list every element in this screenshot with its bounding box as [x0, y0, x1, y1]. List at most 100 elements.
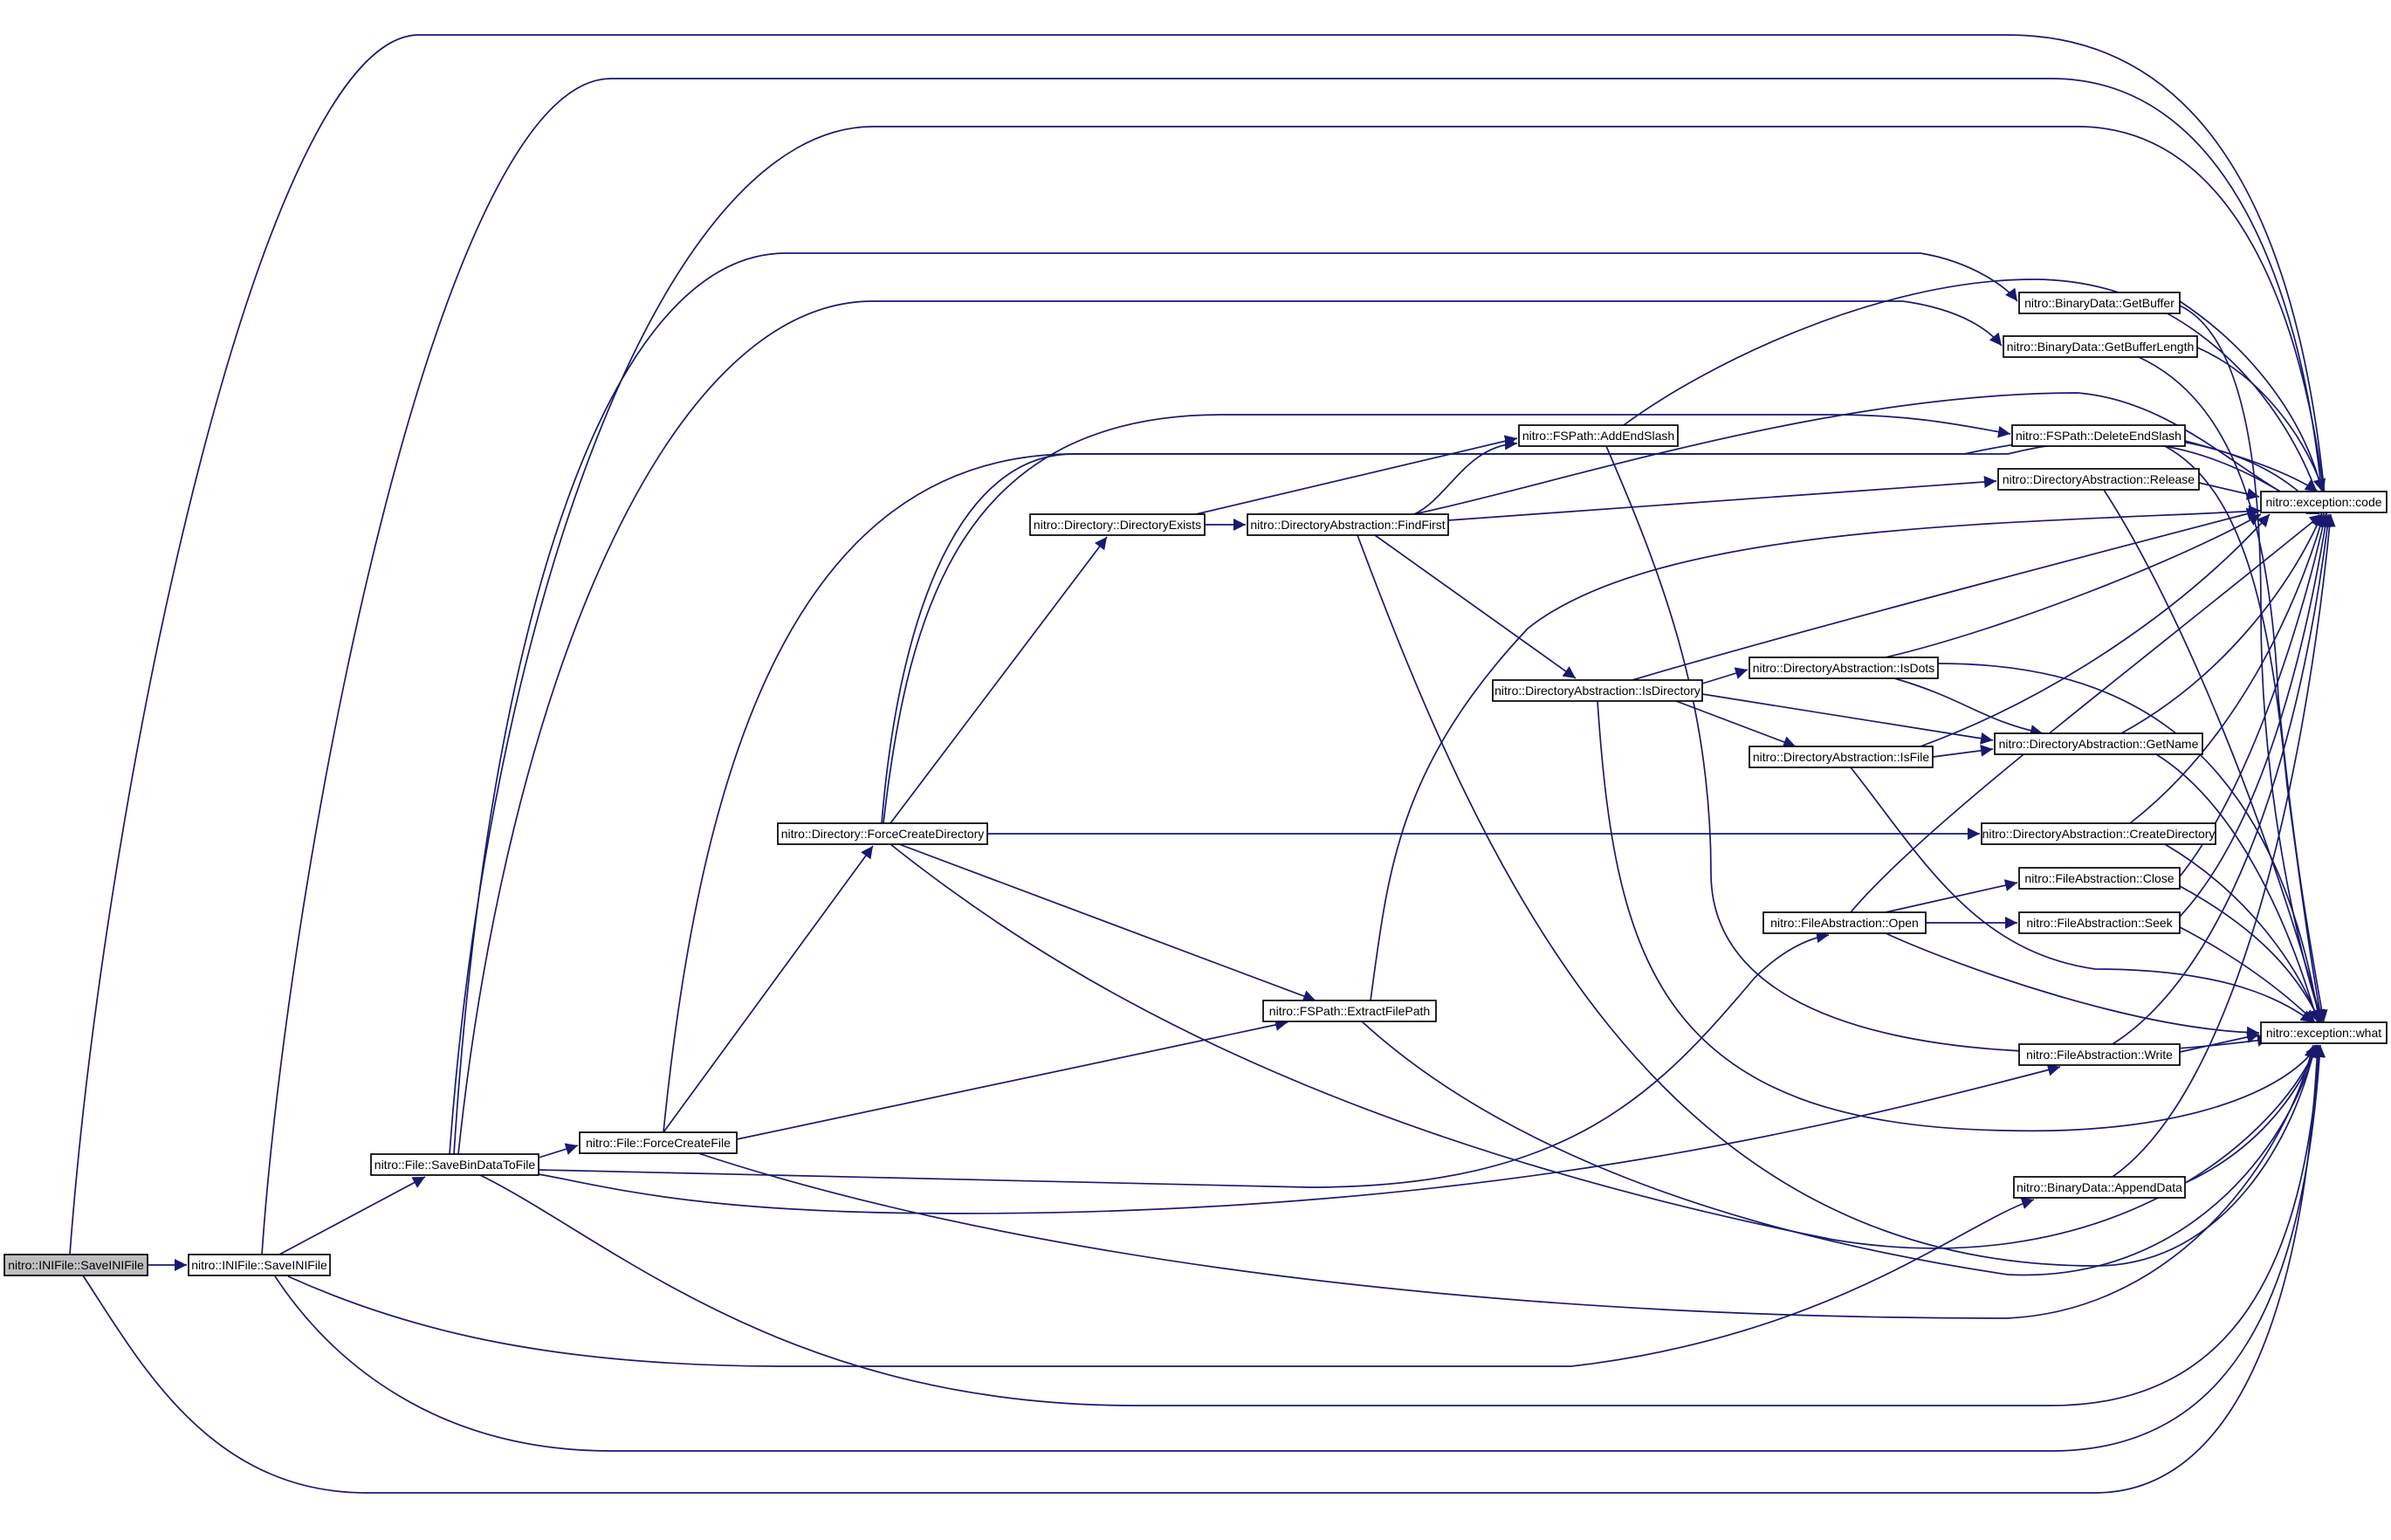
edge-createdir-code	[2129, 513, 2326, 824]
edge-root-code	[69, 34, 2332, 1255]
edge-saveini-code	[261, 78, 2329, 1255]
edge-savebin-code	[449, 126, 2332, 1155]
edge-open-what	[1885, 932, 2260, 1039]
node-exception-code[interactable]: nitro::exception::code	[2260, 491, 2388, 513]
edge-isfile-getname	[1932, 744, 1994, 758]
node-createdirectory[interactable]: nitro::DirectoryAbstraction::CreateDirec…	[1981, 822, 2216, 845]
node-isdots[interactable]: nitro::DirectoryAbstraction::IsDots	[1749, 657, 1939, 679]
edge-forcedir-extract	[898, 843, 1316, 1002]
edge-isdir-what	[1597, 700, 2319, 1132]
node-findfirst[interactable]: nitro::DirectoryAbstraction::FindFirst	[1247, 513, 1449, 536]
edge-savebin-forcefile	[538, 1143, 579, 1158]
edge-open-close	[1885, 879, 2018, 913]
node-label: nitro::INIFile::SaveINIFile	[8, 1258, 144, 1272]
edge-forcedir-code	[881, 435, 2323, 824]
call-edges	[69, 34, 2336, 1494]
node-savebindatatofile[interactable]: nitro::File::SaveBinDataToFile	[370, 1153, 539, 1176]
node-label: nitro::FileAbstraction::Write	[2026, 1048, 2173, 1062]
node-label: nitro::FSPath::AddEndSlash	[1522, 429, 1674, 443]
node-getbuffer[interactable]: nitro::BinaryData::GetBuffer	[2018, 292, 2181, 314]
edge-seek-code	[2179, 513, 2332, 918]
edge-forcedir-what	[890, 843, 2319, 1249]
edge-seek-what	[2179, 926, 2316, 1023]
edge-getname-code	[2120, 513, 2323, 734]
edge-isfile-code	[1920, 513, 2271, 747]
node-label: nitro::File::SaveBinDataToFile	[374, 1158, 536, 1172]
edge-findfirst-isdir	[1374, 534, 1577, 679]
node-label: nitro::DirectoryAbstraction::FindFirst	[1250, 518, 1445, 532]
edge-forcefile-forcedir	[663, 845, 874, 1133]
node-isfile[interactable]: nitro::DirectoryAbstraction::IsFile	[1749, 746, 1934, 768]
edge-delend-code	[2184, 440, 2319, 492]
node-label: nitro::exception::code	[2265, 495, 2381, 509]
node-write[interactable]: nitro::FileAbstraction::Write	[2018, 1043, 2181, 1066]
node-label: nitro::File::ForceCreateFile	[586, 1136, 731, 1150]
edge-savebin-getbuflen	[457, 300, 2003, 1155]
node-exception-what[interactable]: nitro::exception::what	[2260, 1021, 2388, 1044]
node-label: nitro::DirectoryAbstraction::GetName	[1999, 737, 2199, 751]
node-label: nitro::DirectoryAbstraction::CreateDirec…	[1982, 827, 2216, 841]
edge-saveini-what	[274, 1044, 2326, 1452]
node-getbufferlength[interactable]: nitro::BinaryData::GetBufferLength	[2003, 335, 2198, 358]
node-label: nitro::exception::what	[2266, 1026, 2381, 1040]
node-label: nitro::DirectoryAbstraction::IsDirectory	[1494, 684, 1700, 698]
node-label: nitro::INIFile::SaveINIFile	[191, 1258, 327, 1272]
node-label: nitro::BinaryData::GetBuffer	[2024, 296, 2175, 310]
node-deleteendslash[interactable]: nitro::FSPath::DeleteEndSlash	[2011, 424, 2186, 447]
node-seek[interactable]: nitro::FileAbstraction::Seek	[2018, 911, 2181, 934]
edge-getbuflen-what	[2138, 356, 2328, 1023]
node-label: nitro::Directory::DirectoryExists	[1034, 518, 1201, 532]
edge-isdir-code	[1632, 507, 2260, 681]
node-forcecreatefile[interactable]: nitro::File::ForceCreateFile	[579, 1131, 738, 1154]
node-saveinifile[interactable]: nitro::INIFile::SaveINIFile	[188, 1254, 331, 1276]
edge-forcedir-direxists	[890, 536, 1108, 824]
node-label: nitro::FileAbstraction::Open	[1770, 916, 1919, 930]
edge-addend-code	[1623, 278, 2326, 515]
node-label: nitro::FileAbstraction::Seek	[2026, 916, 2173, 930]
node-label: nitro::BinaryData::GetBufferLength	[2007, 340, 2195, 354]
edge-forcefile-code	[663, 440, 2320, 1133]
node-release[interactable]: nitro::DirectoryAbstraction::Release	[1997, 468, 2200, 491]
node-saveinifile-root[interactable]: nitro::INIFile::SaveINIFile	[3, 1254, 148, 1276]
edge-savebin-write	[538, 1063, 2061, 1214]
edge-forcefile-what	[697, 1044, 2317, 1319]
edge-saveini-savebin	[278, 1176, 426, 1255]
node-getname[interactable]: nitro::DirectoryAbstraction::GetName	[1994, 732, 2203, 755]
edge-getbuflen-code	[2196, 347, 2326, 492]
node-label: nitro::FileAbstraction::Close	[2024, 871, 2174, 885]
edge-savebin-getbuf	[453, 252, 2018, 1155]
edge-close-what	[2179, 885, 2321, 1023]
edge-isdots-getname	[1893, 677, 2044, 737]
edge-isdir-isdots	[1701, 667, 1749, 684]
node-label: nitro::DirectoryAbstraction::IsFile	[1753, 750, 1929, 764]
node-label: nitro::DirectoryAbstraction::Release	[2003, 472, 2195, 486]
edge-savebin-what	[479, 1044, 2326, 1406]
node-appenddata[interactable]: nitro::BinaryData::AppendData	[2013, 1176, 2186, 1199]
node-label: nitro::FSPath::DeleteEndSlash	[2016, 429, 2181, 443]
edge-findfirst-release	[1447, 476, 1997, 521]
edge-isdir-getname	[1701, 693, 1994, 745]
node-label: nitro::FSPath::ExtractFilePath	[1269, 1004, 1430, 1018]
edge-findfirst-addend	[1413, 437, 1518, 515]
edge-isdir-isfile	[1675, 700, 1797, 748]
edge-findfirst-code	[1413, 392, 2320, 515]
edge-createdir-what	[2164, 843, 2321, 1023]
node-extractfilepath[interactable]: nitro::FSPath::ExtractFilePath	[1262, 1000, 1437, 1022]
node-addendslash[interactable]: nitro::FSPath::AddEndSlash	[1518, 424, 1679, 447]
edge-append-what	[2184, 1044, 2319, 1184]
node-label: nitro::DirectoryAbstraction::IsDots	[1753, 661, 1935, 675]
edge-direxists-addend	[1195, 435, 1518, 515]
node-fileabstraction-open[interactable]: nitro::FileAbstraction::Open	[1762, 911, 1927, 934]
node-isdirectory[interactable]: nitro::DirectoryAbstraction::IsDirectory	[1492, 679, 1703, 702]
node-label: nitro::Directory::ForceCreateDirectory	[781, 827, 985, 841]
edge-findfirst-what	[1357, 534, 2319, 1267]
edge-isfile-what	[1850, 767, 2314, 1023]
edge-extract-what	[1361, 1021, 2319, 1276]
edge-savebin-open	[538, 931, 1830, 1188]
edge-delend-what	[2164, 445, 2326, 1023]
node-close[interactable]: nitro::FileAbstraction::Close	[2018, 867, 2181, 890]
node-forcecreatedirectory[interactable]: nitro::Directory::ForceCreateDirectory	[777, 822, 988, 845]
edge-getname-what	[2155, 753, 2320, 1023]
node-directoryexists[interactable]: nitro::Directory::DirectoryExists	[1029, 513, 1206, 536]
